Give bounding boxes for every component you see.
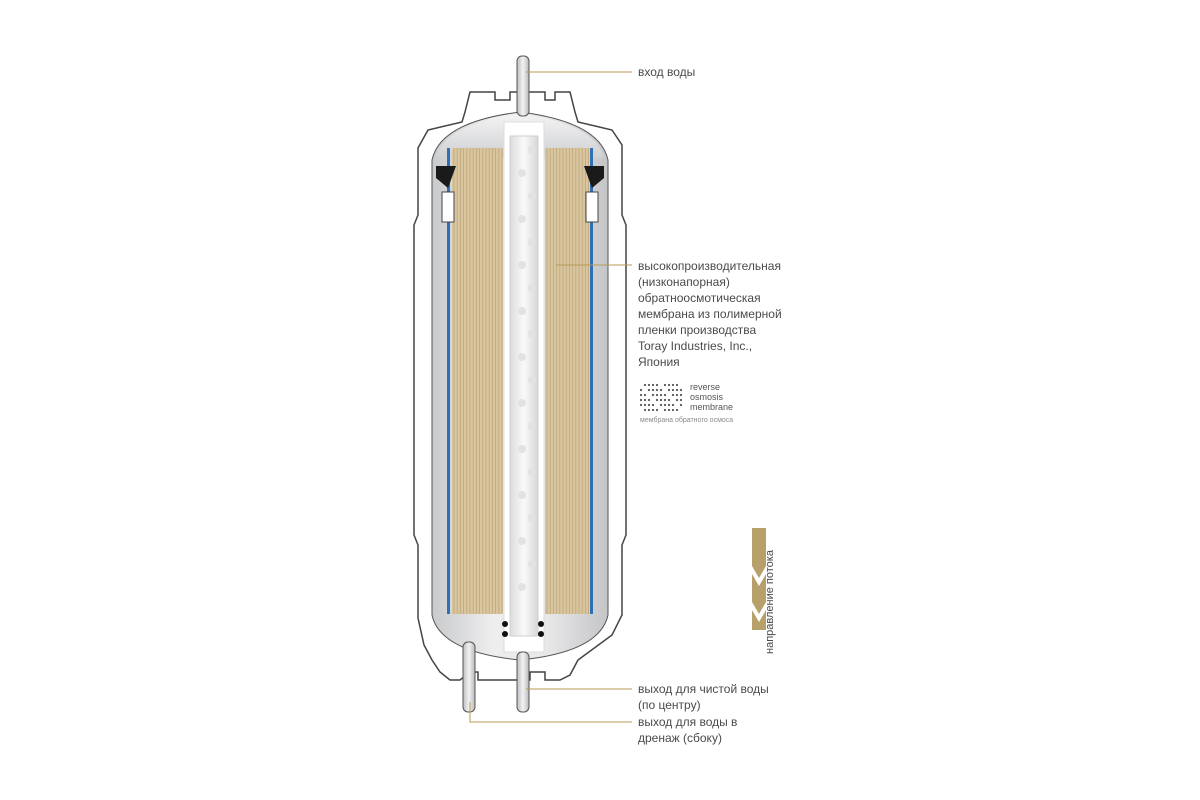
ro-logo-caption: мембрана обратного осмоса <box>640 417 734 424</box>
clip-right <box>585 191 599 223</box>
blue-liner-right <box>590 148 593 614</box>
ro-membrane-logo-icon <box>639 383 683 412</box>
membrane-pack-right <box>545 148 589 614</box>
membrane-pack-left <box>452 148 503 614</box>
drain-outlet-pipe <box>462 641 476 713</box>
label-drain-outlet: выход для воды в дренаж (сбоку) <box>638 715 738 745</box>
tube-perforations <box>518 146 536 591</box>
seal-left <box>436 166 456 188</box>
label-membrane: высокопроизводительная (низконапорная) о… <box>638 259 782 369</box>
flow-arrow-icon <box>752 528 766 630</box>
bottom-fittings <box>502 621 544 637</box>
leader-drain <box>469 702 632 723</box>
clip-left <box>441 191 455 223</box>
seal-right <box>584 166 604 188</box>
label-clean-outlet: выход для чистой воды (по центру) <box>638 682 769 712</box>
label-water-inlet: вход воды <box>638 65 696 79</box>
label-flow-direction: направление потока <box>764 550 776 654</box>
inlet-pipe <box>516 55 530 117</box>
ro-logo-words: reverse osmosis membrane <box>690 382 734 412</box>
clean-outlet-pipe <box>516 651 530 713</box>
blue-liner-left <box>447 148 450 614</box>
